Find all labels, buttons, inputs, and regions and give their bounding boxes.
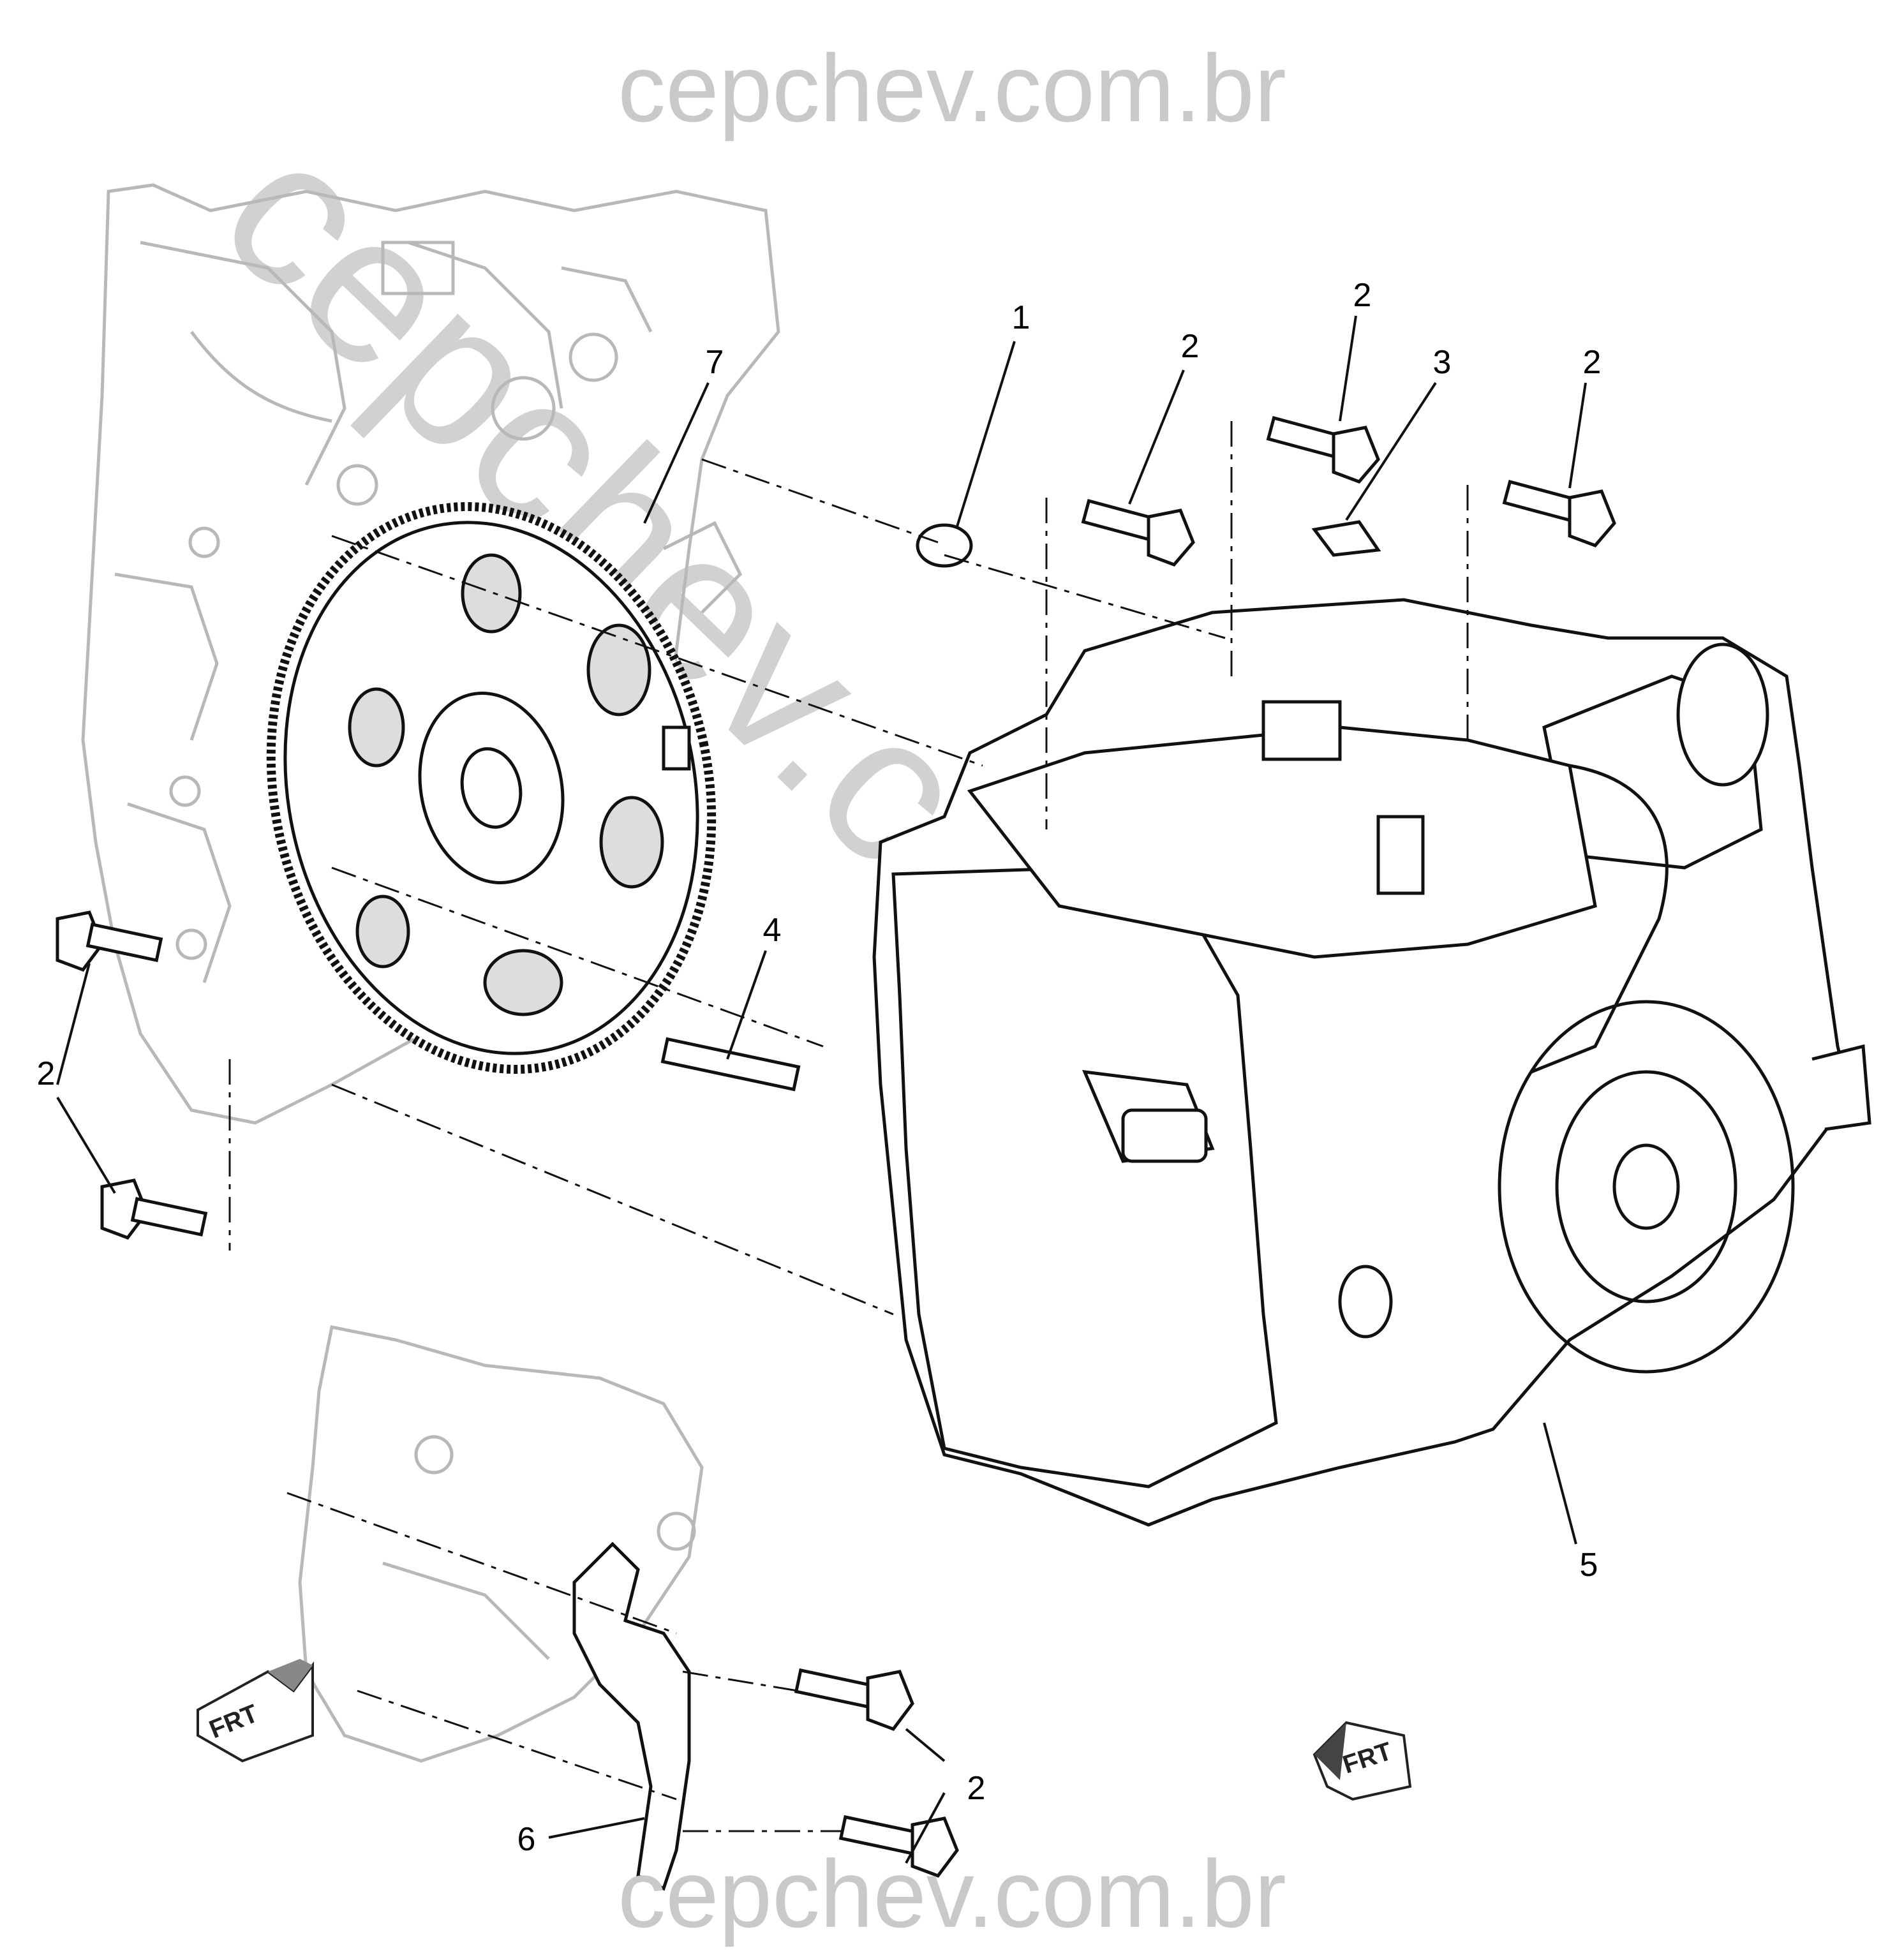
leader-lines xyxy=(56,315,1587,1864)
fastener-parts xyxy=(56,415,1616,1878)
stud xyxy=(660,1037,801,1092)
lower-inset-ghost xyxy=(298,1325,704,1763)
callout-7: 7 xyxy=(706,344,724,381)
callout-3: 3 xyxy=(1433,344,1452,381)
watermark-bottom: cepchev.com.br xyxy=(618,1840,1286,1947)
engine-block-ghost xyxy=(81,183,780,1125)
bolt-upper-3 xyxy=(1502,479,1616,547)
callout-2-d: 2 xyxy=(37,1055,56,1092)
wiring-clip xyxy=(1311,520,1381,557)
callout-2-b: 2 xyxy=(1353,277,1372,314)
frt-marker-right: FRT xyxy=(1313,1721,1412,1801)
transmission-assembly xyxy=(872,598,1871,1527)
callout-2-e: 2 xyxy=(967,1770,986,1807)
callout-6: 6 xyxy=(517,1821,536,1858)
torque-converter-cover xyxy=(572,1541,691,1891)
flexplate xyxy=(266,502,717,1074)
bolt-left-2 xyxy=(100,1178,208,1240)
callout-1: 1 xyxy=(1012,299,1030,336)
callout-4: 4 xyxy=(763,912,782,949)
bolt-left-1 xyxy=(56,910,163,972)
frt-marker-left: FRT xyxy=(197,1659,314,1763)
callout-2-a: 2 xyxy=(1181,328,1200,365)
callout-2-c: 2 xyxy=(1583,344,1602,381)
watermark-top: cepchev.com.br xyxy=(618,34,1286,142)
bolt-upper-1 xyxy=(1081,498,1195,567)
bolt-lower-1 xyxy=(794,1668,914,1731)
dowel-pin xyxy=(916,523,973,568)
bolt-upper-2 xyxy=(1266,415,1380,484)
callout-5: 5 xyxy=(1580,1547,1598,1584)
